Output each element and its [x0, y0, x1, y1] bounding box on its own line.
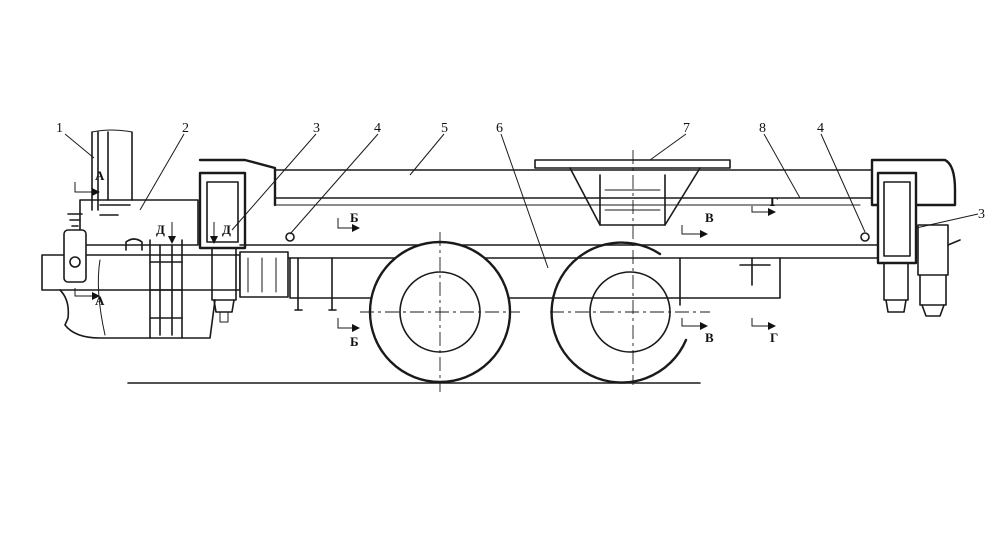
callout-4-front: 4 [374, 121, 381, 136]
section-mark-d-left: Д [156, 222, 176, 244]
svg-text:А: А [95, 168, 105, 183]
lifting-eye-rear [860, 232, 870, 242]
section-mark-b-top: Б [337, 210, 360, 232]
tow-hook [63, 213, 87, 283]
svg-text:Б: Б [350, 334, 359, 349]
slewing-ring [534, 159, 731, 226]
lifting-eye-front [285, 232, 295, 242]
outrigger-rear [870, 158, 961, 317]
section-mark-b-bottom: Б [337, 318, 360, 349]
callout-1: 1 [56, 121, 63, 136]
battery-box [239, 251, 289, 298]
svg-text:А: А [95, 293, 105, 308]
filler-cap [125, 238, 143, 251]
svg-text:Г: Г [770, 194, 778, 209]
rear-wheel-2 [550, 241, 710, 384]
section-mark-g-bottom: Г [751, 318, 778, 345]
main-frame-upper [198, 158, 881, 207]
svg-text:Д: Д [222, 222, 231, 237]
callout-4-rear: 4 [817, 121, 824, 136]
main-frame-lower [239, 244, 881, 299]
svg-text:В: В [705, 210, 714, 225]
frame-brackets [294, 257, 771, 311]
section-mark-a-top: А [74, 168, 105, 196]
outrigger-front [198, 171, 247, 323]
callout-2: 2 [182, 121, 189, 136]
front-step-ladder [149, 239, 183, 339]
section-mark-a-bottom: А [74, 288, 105, 308]
callout-5: 5 [441, 121, 448, 136]
section-mark-g-top: Г [751, 194, 778, 216]
section-mark-d-right: Д [210, 222, 231, 244]
rear-wheel-1 [360, 232, 520, 392]
section-mark-v-bottom: В [681, 318, 714, 345]
exhaust-pipe [91, 129, 133, 211]
callout-3-rear: 3 [978, 207, 985, 222]
callout-8: 8 [759, 121, 766, 136]
callout-6: 6 [496, 121, 503, 136]
callout-3-front: 3 [313, 121, 320, 136]
callout-7: 7 [683, 121, 690, 136]
svg-text:Г: Г [770, 330, 778, 345]
svg-text:Д: Д [156, 222, 165, 237]
section-mark-v-top: В [681, 210, 714, 238]
callout-leaders [64, 133, 979, 269]
svg-text:Б: Б [350, 210, 359, 225]
svg-text:В: В [705, 330, 714, 345]
